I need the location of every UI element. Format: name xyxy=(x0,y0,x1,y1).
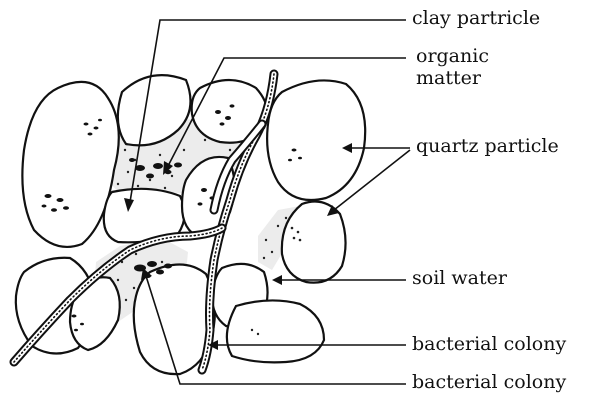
particle-bottom-right-b xyxy=(227,300,324,362)
label-bacterial-colony-2: bacterial colony xyxy=(412,372,566,393)
label-soil-water: soil water xyxy=(412,268,507,289)
label-clay-particle: clay partricle xyxy=(412,8,540,29)
label-quartz-particle: quartz particle xyxy=(416,136,559,157)
particle-top-right xyxy=(267,80,365,200)
label-organic-matter-line2: matter xyxy=(416,68,481,89)
label-bacterial-colony-1: bacterial colony xyxy=(412,334,566,355)
label-organic-matter-line1: organic xyxy=(416,46,489,67)
